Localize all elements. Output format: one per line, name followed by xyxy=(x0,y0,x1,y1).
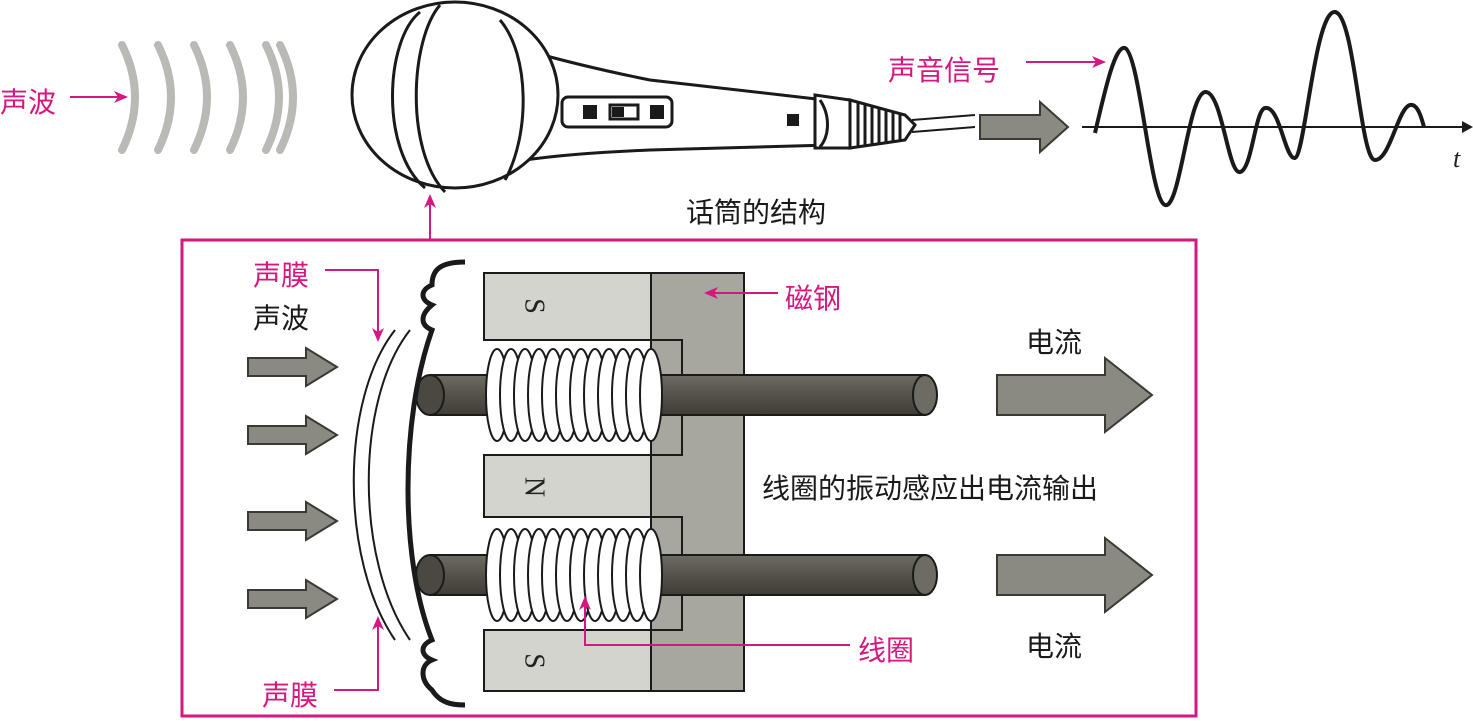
time-axis-label: t xyxy=(1453,144,1461,173)
current-arrow-top xyxy=(996,355,1154,435)
coil-pointer xyxy=(579,596,850,646)
sound-wave-label-detail: 声波 xyxy=(253,302,309,335)
pole-piece-top xyxy=(483,272,652,341)
diaphragm-pointer-bottom xyxy=(334,616,384,691)
incoming-sound-arrows xyxy=(247,346,339,620)
current-label-top: 电流 xyxy=(1026,326,1082,359)
coil-vibration-explanation: 线圈的振动感应出电流输出 xyxy=(762,472,1098,505)
diaphragm-bracket xyxy=(405,259,466,708)
pole-label-middle: N xyxy=(519,477,550,497)
microphone-structure-caption: 话筒的结构 xyxy=(686,196,826,229)
structure-detail-frame xyxy=(180,238,1198,718)
sound-wave-arcs xyxy=(118,41,297,154)
coil-winding-top xyxy=(485,348,663,442)
coil-winding-bottom xyxy=(485,528,663,622)
diaphragm-pointer-top xyxy=(325,269,384,342)
sound-signal-waveform xyxy=(1093,10,1426,207)
diaphragm xyxy=(352,329,411,641)
magnet-steel-body xyxy=(650,272,745,692)
sound-signal-label: 声音信号 xyxy=(888,54,1000,87)
diaphragm-label-top: 声膜 xyxy=(253,259,309,292)
coil-label: 线圈 xyxy=(858,634,914,667)
sound-wave-label-top: 声波 xyxy=(0,86,56,119)
magnet-steel-label: 磁钢 xyxy=(785,282,841,315)
diaphragm-label-bottom: 声膜 xyxy=(262,679,318,712)
signal-output-arrow xyxy=(979,99,1070,155)
time-axis-arrowhead xyxy=(1462,121,1473,133)
microphone-illustration xyxy=(350,0,976,194)
pole-piece-middle xyxy=(483,454,652,518)
current-label-bottom: 电流 xyxy=(1026,630,1082,663)
current-arrow-bottom xyxy=(996,535,1154,615)
pole-label-bottom: S xyxy=(519,653,550,669)
pole-label-top: S xyxy=(519,298,550,314)
pole-piece-bottom xyxy=(483,629,652,692)
